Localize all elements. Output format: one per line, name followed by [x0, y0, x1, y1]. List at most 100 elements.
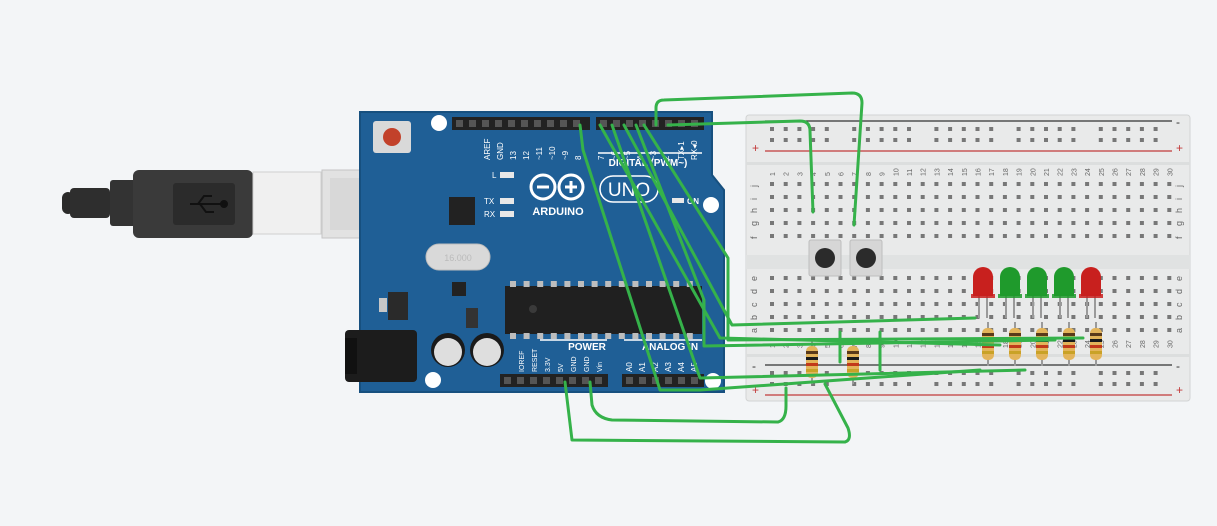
breadboard-hole[interactable]	[1057, 208, 1062, 212]
breadboard-hole[interactable]	[948, 195, 953, 199]
breadboard-hole[interactable]	[1167, 221, 1172, 225]
breadboard-hole[interactable]	[1126, 371, 1131, 375]
breadboard-hole[interactable]	[797, 127, 802, 131]
breadboard-hole[interactable]	[770, 302, 774, 306]
breadboard-hole[interactable]	[1071, 302, 1076, 306]
breadboard-hole[interactable]	[838, 302, 843, 306]
breadboard-hole[interactable]	[907, 234, 911, 238]
breadboard-hole[interactable]	[879, 289, 884, 293]
resistor[interactable]	[1090, 322, 1102, 366]
breadboard-hole[interactable]	[783, 208, 788, 212]
breadboard-hole[interactable]	[1139, 382, 1144, 386]
breadboard-hole[interactable]	[975, 234, 980, 238]
breadboard-hole[interactable]	[1071, 182, 1076, 186]
breadboard-hole[interactable]	[1085, 328, 1090, 332]
breadboard-hole[interactable]	[1153, 315, 1158, 319]
breadboard-hole[interactable]	[989, 138, 994, 142]
breadboard-hole[interactable]	[879, 195, 884, 199]
breadboard-hole[interactable]	[770, 208, 774, 212]
breadboard-hole[interactable]	[879, 138, 884, 142]
breadboard-hole[interactable]	[797, 138, 802, 142]
breadboard-hole[interactable]	[1167, 289, 1172, 293]
breadboard-hole[interactable]	[1112, 328, 1117, 332]
breadboard-hole[interactable]	[893, 195, 898, 199]
breadboard-hole[interactable]	[824, 234, 829, 238]
pin-hole[interactable]	[530, 377, 537, 384]
breadboard-hole[interactable]	[1126, 234, 1131, 238]
breadboard-hole[interactable]	[948, 302, 953, 306]
breadboard-hole[interactable]	[770, 138, 774, 142]
breadboard-hole[interactable]	[907, 302, 911, 306]
pin-hole[interactable]	[569, 377, 576, 384]
breadboard-hole[interactable]	[934, 182, 939, 186]
breadboard-hole[interactable]	[975, 195, 980, 199]
pin-hole[interactable]	[521, 120, 528, 127]
breadboard-hole[interactable]	[1057, 138, 1062, 142]
breadboard-hole[interactable]	[1030, 382, 1035, 386]
breadboard-hole[interactable]	[920, 315, 925, 319]
breadboard-hole[interactable]	[770, 195, 774, 199]
wire[interactable]	[588, 380, 788, 424]
pin-hole[interactable]	[495, 120, 502, 127]
breadboard-hole[interactable]	[1139, 371, 1144, 375]
led[interactable]	[971, 267, 995, 318]
breadboard-hole[interactable]	[1126, 289, 1131, 293]
breadboard-hole[interactable]	[1112, 208, 1117, 212]
breadboard-hole[interactable]	[797, 208, 802, 212]
breadboard-hole[interactable]	[1139, 276, 1144, 280]
breadboard-hole[interactable]	[1126, 195, 1131, 199]
breadboard-hole[interactable]	[1071, 315, 1076, 319]
breadboard-hole[interactable]	[1098, 138, 1103, 142]
push-button-cap[interactable]	[856, 248, 876, 268]
breadboard-hole[interactable]	[1016, 302, 1021, 306]
breadboard-hole[interactable]	[783, 328, 788, 332]
breadboard-hole[interactable]	[934, 221, 939, 225]
breadboard-hole[interactable]	[1030, 328, 1035, 332]
breadboard-hole[interactable]	[920, 195, 925, 199]
breadboard-hole[interactable]	[961, 195, 966, 199]
breadboard-hole[interactable]	[852, 315, 857, 319]
breadboard-hole[interactable]	[1016, 221, 1021, 225]
breadboard-hole[interactable]	[865, 289, 870, 293]
breadboard-hole[interactable]	[1126, 208, 1131, 212]
breadboard-hole[interactable]	[852, 182, 857, 186]
breadboard-hole[interactable]	[879, 221, 884, 225]
breadboard-hole[interactable]	[989, 315, 994, 319]
breadboard-hole[interactable]	[975, 382, 980, 386]
breadboard-hole[interactable]	[1098, 127, 1103, 131]
breadboard-hole[interactable]	[1071, 127, 1076, 131]
breadboard-hole[interactable]	[975, 138, 980, 142]
breadboard-hole[interactable]	[1030, 208, 1035, 212]
breadboard-hole[interactable]	[948, 234, 953, 238]
breadboard-hole[interactable]	[948, 289, 953, 293]
breadboard-hole[interactable]	[920, 328, 925, 332]
breadboard-hole[interactable]	[824, 221, 829, 225]
breadboard-hole[interactable]	[1112, 315, 1117, 319]
breadboard-hole[interactable]	[1071, 382, 1076, 386]
breadboard-hole[interactable]	[865, 221, 870, 225]
breadboard-hole[interactable]	[1112, 302, 1117, 306]
pin-hole[interactable]	[595, 377, 602, 384]
breadboard-hole[interactable]	[934, 382, 939, 386]
breadboard-hole[interactable]	[852, 138, 857, 142]
pin-hole[interactable]	[560, 120, 567, 127]
wire[interactable]	[666, 119, 815, 214]
breadboard-hole[interactable]	[838, 208, 843, 212]
breadboard-hole[interactable]	[1139, 315, 1144, 319]
resistor[interactable]	[847, 340, 859, 384]
pin-hole[interactable]	[573, 120, 580, 127]
breadboard-hole[interactable]	[907, 382, 911, 386]
breadboard-hole[interactable]	[824, 302, 829, 306]
breadboard-hole[interactable]	[1044, 371, 1048, 375]
breadboard-hole[interactable]	[1112, 371, 1117, 375]
breadboard-hole[interactable]	[1030, 371, 1035, 375]
breadboard-hole[interactable]	[811, 276, 816, 280]
breadboard-hole[interactable]	[838, 195, 843, 199]
breadboard-hole[interactable]	[852, 382, 857, 386]
breadboard-hole[interactable]	[783, 138, 788, 142]
breadboard-hole[interactable]	[1139, 127, 1144, 131]
breadboard-hole[interactable]	[1057, 382, 1062, 386]
breadboard-hole[interactable]	[1044, 182, 1048, 186]
breadboard-hole[interactable]	[1112, 138, 1117, 142]
breadboard-hole[interactable]	[838, 276, 843, 280]
